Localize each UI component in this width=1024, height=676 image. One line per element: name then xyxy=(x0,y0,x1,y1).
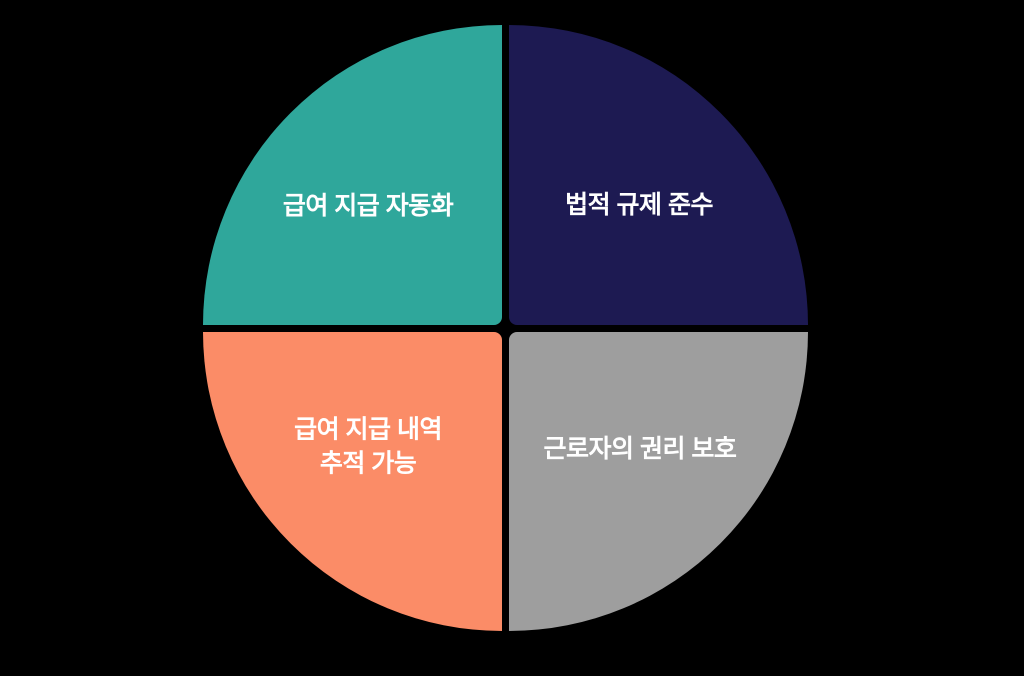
quadrant-circle-diagram: 급여 지급 자동화 법적 규제 준수 급여 지급 내역 추적 가능 근로자의 권… xyxy=(203,25,808,631)
quadrant-label-legal-compliance: 법적 규제 준수 xyxy=(565,191,714,220)
quadrant-worker-rights-protection: 근로자의 권리 보호 xyxy=(509,332,808,631)
quadrant-label-payment-history-tracking: 급여 지급 내역 추적 가능 xyxy=(294,415,442,478)
quadrant-payment-history-tracking: 급여 지급 내역 추적 가능 xyxy=(203,332,502,631)
quadrant-payroll-automation: 급여 지급 자동화 xyxy=(203,25,502,325)
quadrant-legal-compliance: 법적 규제 준수 xyxy=(509,25,808,325)
quadrant-label-worker-rights-protection: 근로자의 권리 보호 xyxy=(543,435,737,464)
quadrant-label-payroll-automation: 급여 지급 자동화 xyxy=(282,192,454,221)
